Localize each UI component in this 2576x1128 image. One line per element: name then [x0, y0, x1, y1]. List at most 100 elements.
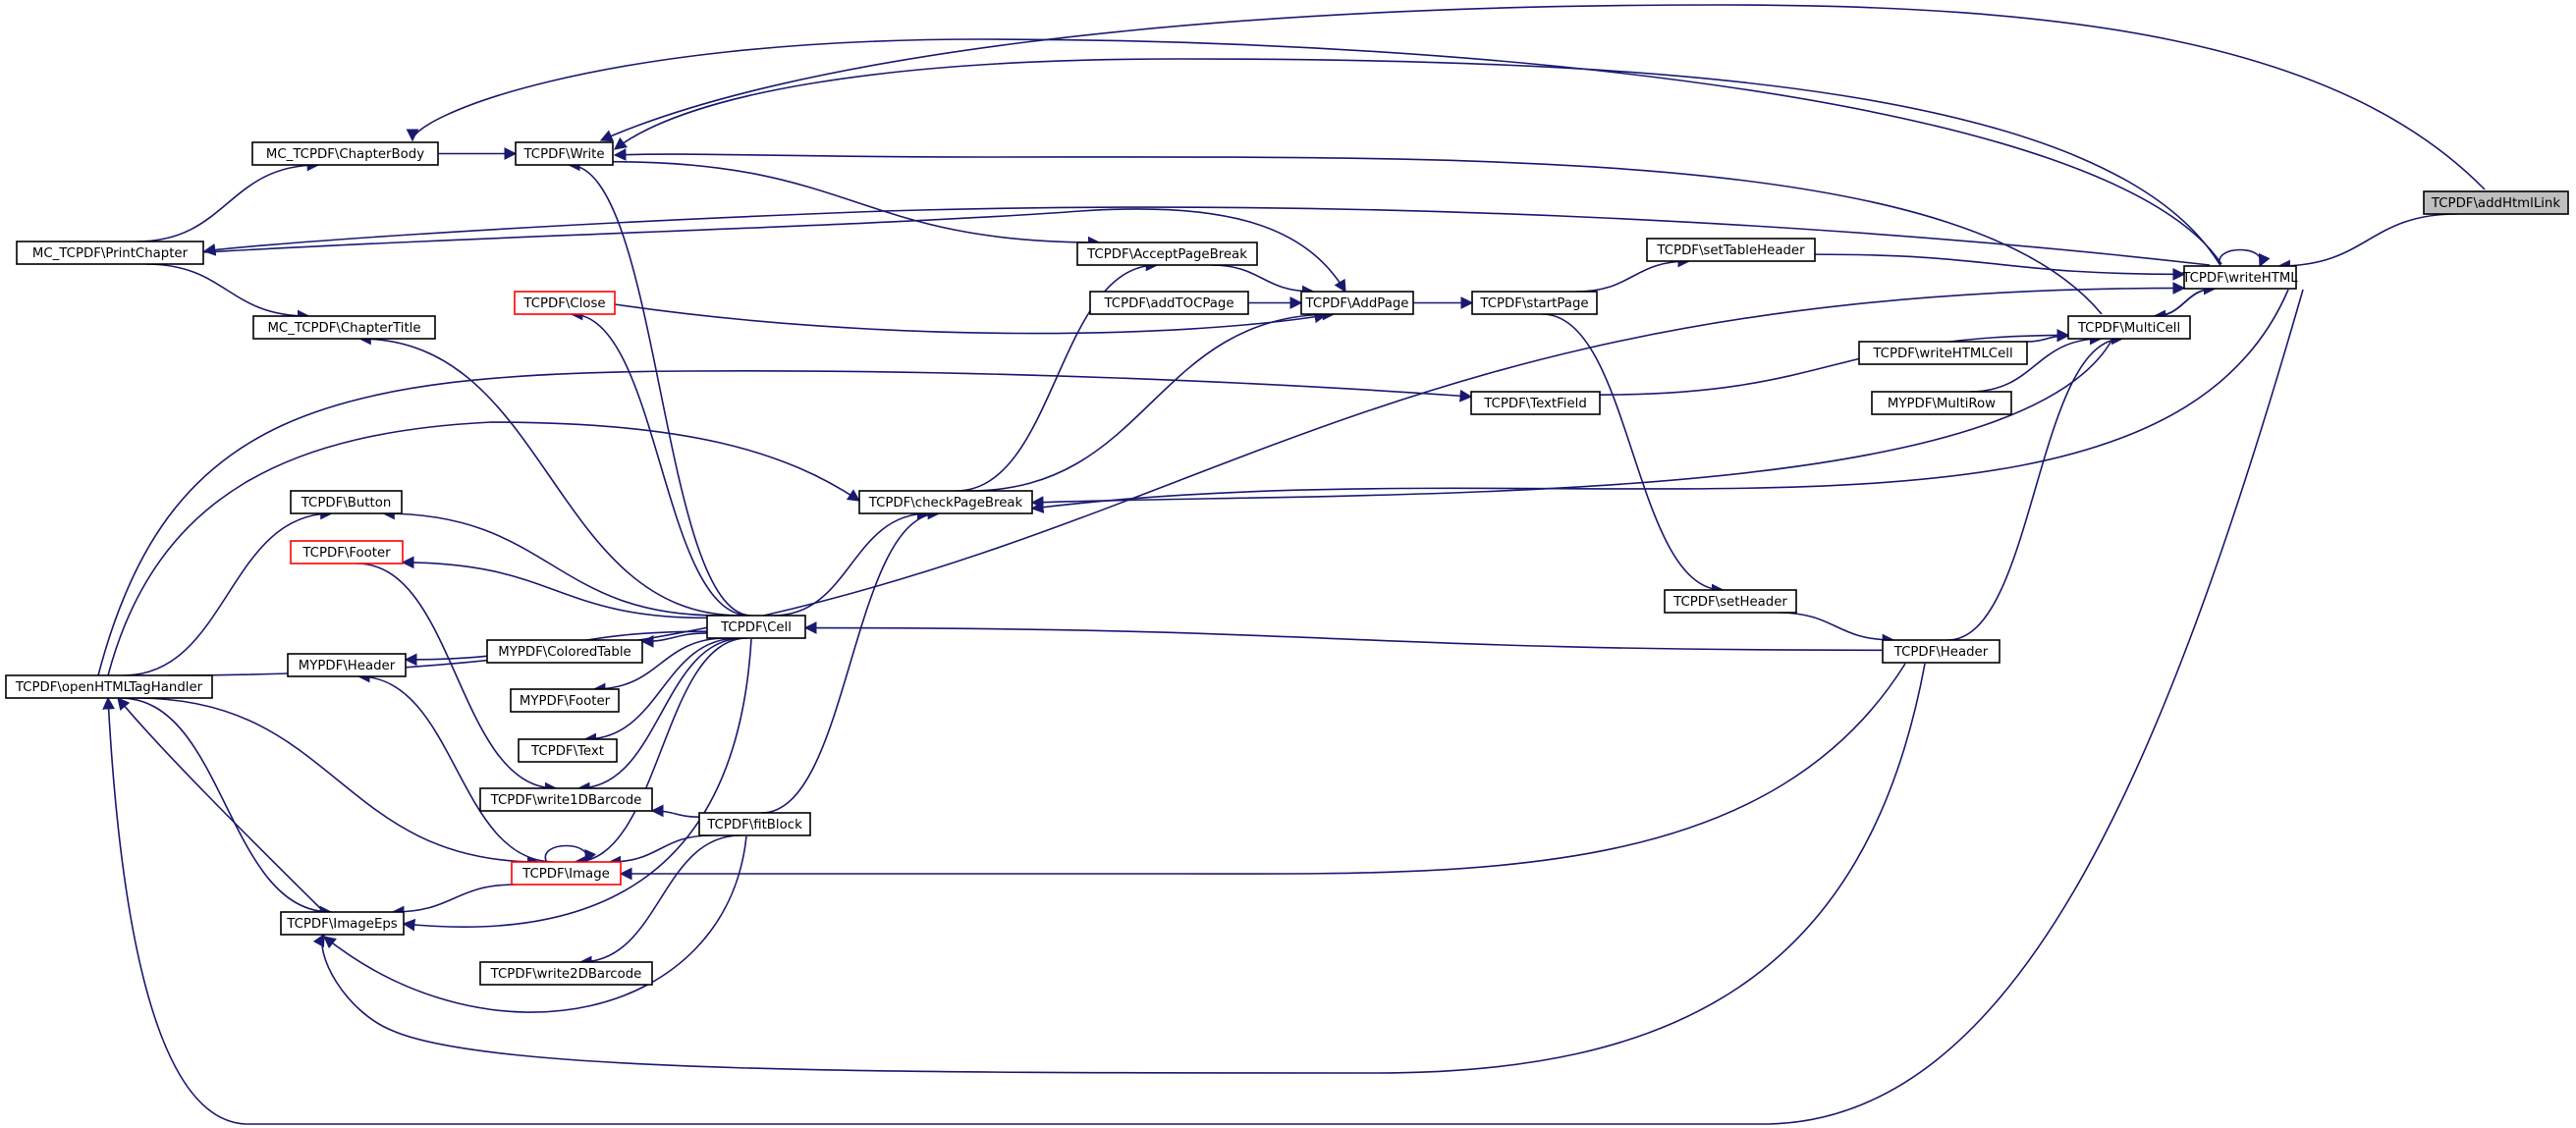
edge-openHTMLTagHandler-to-Image — [137, 697, 540, 869]
edge-Cell-to-write1DBarcode — [576, 637, 744, 795]
edge-writeHTML-to-ChapterBody — [406, 38, 2222, 265]
node-label: TCPDF\Button — [301, 496, 392, 510]
edge-startPage-to-setTableHeader — [1576, 254, 1691, 293]
edge-Image-to-Image — [544, 844, 597, 864]
node-add-tocpage[interactable]: TCPDF\addTOCPage — [1089, 291, 1249, 315]
node-label: TCPDF\Image — [521, 867, 610, 882]
node-myfooter[interactable]: MYPDF\Footer — [510, 688, 620, 713]
node-button[interactable]: TCPDF\Button — [290, 490, 403, 514]
node-label: TCPDF\Write — [522, 147, 604, 162]
edge-MultiCell-to-writeHTML — [2154, 282, 2217, 317]
node-add-page[interactable]: TCPDF\AddPage — [1300, 291, 1414, 315]
node-label: TCPDF\write2DBarcode — [490, 967, 642, 982]
edge-Write-to-AcceptPageBreak — [612, 160, 1101, 249]
node-text-field[interactable]: TCPDF\TextField — [1470, 391, 1601, 415]
node-accept-page-break[interactable]: TCPDF\AcceptPageBreak — [1076, 242, 1258, 266]
edge-MultiRow-to-MultiCell — [1969, 332, 2103, 393]
node-label: MC_TCPDF\ChapterTitle — [267, 321, 420, 336]
edge-startPage-to-setHeader — [1542, 313, 1725, 597]
node-multi-cell[interactable]: TCPDF\MultiCell — [2067, 315, 2191, 340]
edge-fitBlock-to-write2DBarcode — [578, 834, 740, 969]
node-fit-block[interactable]: TCPDF\fitBlock — [698, 812, 811, 836]
edge-writeHTML-to-PrintChapter — [202, 206, 2211, 266]
edge-Header-to-MultiCell — [1947, 332, 2124, 641]
node-label: TCPDF\Header — [1893, 645, 1989, 660]
node-label: MYPDF\ColoredTable — [498, 645, 630, 660]
edge-checkPageBreak-to-AcceptPageBreak — [956, 258, 1159, 492]
node-image[interactable]: TCPDF\Image — [511, 861, 622, 886]
node-multi-row[interactable]: MYPDF\MultiRow — [1871, 391, 2012, 415]
edge-fitBlock-to-ImageEps — [322, 835, 747, 1013]
node-open-htmltag-handler[interactable]: TCPDF\openHTMLTagHandler — [5, 674, 213, 699]
edge-checkPageBreak-to-AddPage — [968, 307, 1336, 492]
edge-Cell-to-ImageEps — [402, 638, 752, 932]
node-label: TCPDF\MultiCell — [2077, 321, 2180, 336]
node-label: TCPDF\fitBlock — [706, 818, 802, 833]
node-add-html-link[interactable]: TCPDF\addHtmlLink — [2423, 190, 2569, 215]
node-label: TCPDF\writeHTML — [2181, 271, 2298, 286]
edge-openHTMLTagHandler-to-checkPageBreak — [107, 421, 861, 676]
node-text[interactable]: TCPDF\Text — [518, 738, 618, 763]
edge-fitBlock-to-write1DBarcode — [650, 804, 700, 818]
node-set-table-header[interactable]: TCPDF\setTableHeader — [1646, 238, 1816, 262]
edge-MultiCell-to-checkPageBreak — [1030, 340, 2112, 510]
edge-PrintChapter-to-ChapterBody — [137, 158, 320, 242]
edge-Close-to-AddPage — [614, 303, 1328, 335]
edge-addHtmlLink-to-Write — [599, 4, 2486, 190]
node-label: TCPDF\Close — [522, 296, 605, 311]
edge-writeHTML-to-writeHTML — [2219, 248, 2271, 268]
edge-Header-to-Image — [619, 663, 1906, 881]
node-myheader[interactable]: MYPDF\Header — [287, 653, 407, 677]
node-label: MYPDF\MultiRow — [1888, 397, 1996, 411]
node-start-page[interactable]: TCPDF\startPage — [1471, 291, 1598, 315]
node-chapter-title[interactable]: MC_TCPDF\ChapterTitle — [252, 315, 436, 340]
edge-Cell-to-ChapterTitle — [358, 332, 741, 617]
edge-Cell-to-Write — [567, 158, 752, 617]
node-write-html[interactable]: TCPDF\writeHTML — [2181, 265, 2298, 290]
node-write[interactable]: TCPDF\Write — [515, 141, 614, 166]
node-print-chapter[interactable]: MC_TCPDF\PrintChapter — [16, 241, 204, 265]
node-close[interactable]: TCPDF\Close — [514, 291, 616, 315]
node-label: TCPDF\checkPageBreak — [868, 496, 1023, 510]
node-label: TCPDF\ImageEps — [286, 917, 397, 932]
node-label: TCPDF\Cell — [720, 620, 792, 635]
edge-Footer-to-write1DBarcode — [356, 563, 558, 795]
edge-Header-to-ImageEps — [312, 663, 1926, 1074]
edge-setTableHeader-to-writeHTML — [1814, 253, 2186, 281]
node-label: MC_TCPDF\PrintChapter — [32, 246, 189, 261]
edge-fitBlock-to-checkPageBreak — [761, 507, 941, 814]
node-label: TCPDF\Text — [530, 744, 604, 759]
node-set-header[interactable]: TCPDF\setHeader — [1664, 589, 1797, 614]
edge-PrintChapter-to-AddPage — [203, 208, 1346, 294]
edge-writeHTML-to-Write — [613, 58, 2220, 265]
node-write-htmlcell[interactable]: TCPDF\writeHTMLCell — [1858, 341, 2028, 365]
edge-ImageEps-to-openHTMLTagHandler — [117, 697, 325, 913]
edge-openHTMLTagHandler-to-TextField — [97, 370, 1473, 676]
edge-addHtmlLink-to-writeHTML — [2277, 213, 2458, 273]
edge-writeHTML-to-openHTMLTagHandler — [102, 289, 2304, 1125]
edge-Cell-to-MYFooter — [592, 637, 728, 696]
edge-AcceptPageBreak-to-AddPage — [1211, 264, 1315, 298]
edge-writeHTMLCell-to-MultiCell — [2025, 329, 2070, 343]
node-label: TCPDF\startPage — [1479, 296, 1588, 311]
node-check-page-break[interactable]: TCPDF\checkPageBreak — [858, 490, 1033, 514]
node-cell[interactable]: TCPDF\Cell — [706, 615, 806, 639]
edge-openHTMLTagHandler-to-Button — [123, 507, 334, 676]
node-label: TCPDF\addHtmlLink — [2431, 196, 2560, 211]
node-label: TCPDF\addTOCPage — [1103, 296, 1233, 311]
node-label: MYPDF\Header — [299, 659, 396, 673]
edge-Cell-to-checkPageBreak — [773, 507, 930, 617]
node-image-eps[interactable]: TCPDF\ImageEps — [280, 911, 405, 936]
node-write1dbarcode[interactable]: TCPDF\write1DBarcode — [479, 787, 653, 812]
edge-Image-to-MYHeader — [356, 670, 555, 863]
node-header[interactable]: TCPDF\Header — [1882, 639, 2001, 664]
edge-Cell-to-Image — [574, 637, 748, 869]
node-footer[interactable]: TCPDF\Footer — [290, 540, 404, 564]
node-write2dbarcode[interactable]: TCPDF\write2DBarcode — [479, 961, 653, 986]
edge-Header-to-Cell — [803, 621, 1884, 652]
node-colored-table[interactable]: MYPDF\ColoredTable — [486, 639, 643, 664]
edge-openHTMLTagHandler-to-ImageEps — [120, 697, 333, 919]
edge-PrintChapter-to-ChapterTitle — [145, 263, 310, 323]
node-chapter-body[interactable]: MC_TCPDF\ChapterBody — [251, 141, 439, 166]
